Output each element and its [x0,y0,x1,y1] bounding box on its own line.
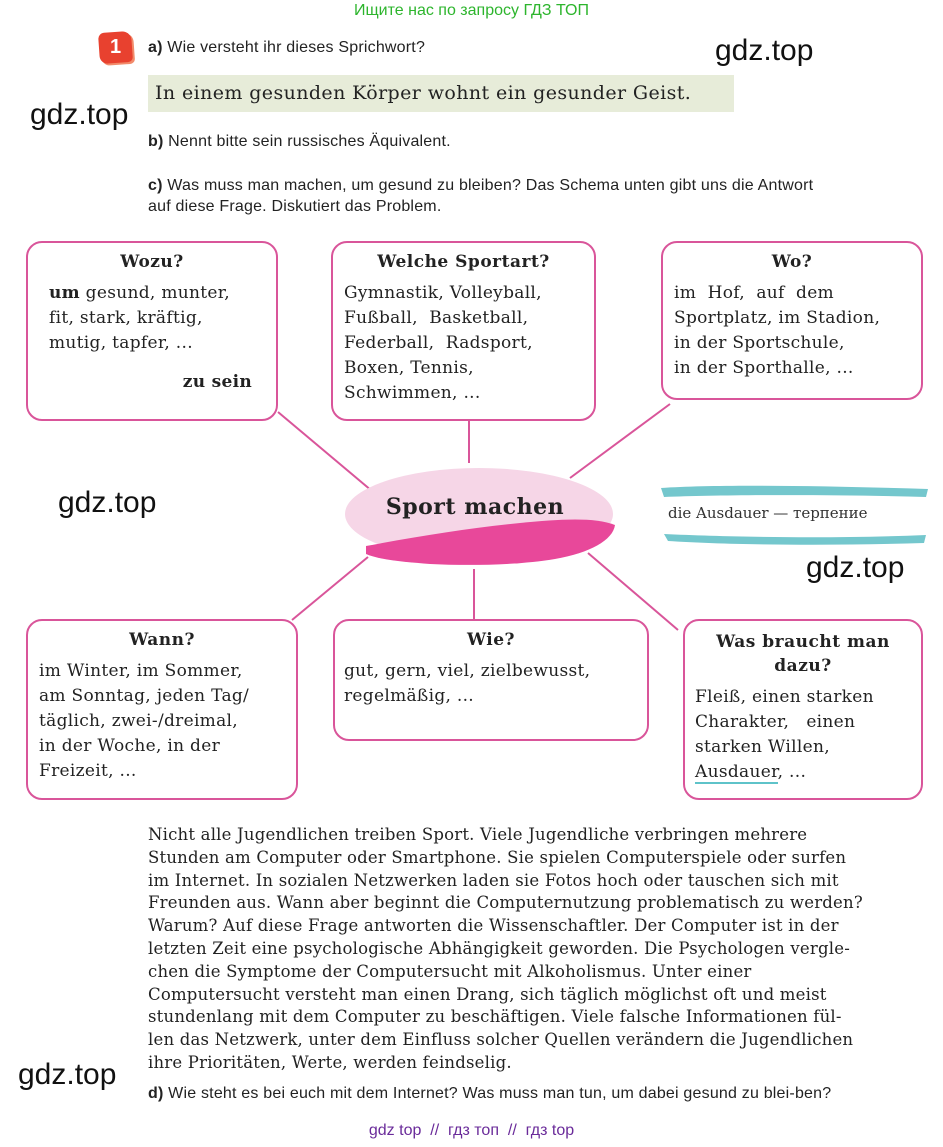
box-wo-line: im Hof, auf dem [674,283,834,303]
box-wo-title: Wo? [771,252,813,272]
paragraph-line: chen die Symptome der Computersucht mit … [148,961,752,981]
box-wann-line: täglich, zwei-/dreimal, [39,711,238,731]
footer-links[interactable]: gdz top // гдз топ // гдз top [368,1122,575,1139]
top-banner[interactable]: Ищите нас по запросу ГДЗ ТОП [354,2,589,19]
watermark-1: gdz.top [715,34,814,67]
question-a-text: Wie versteht ihr dieses Sprichwort? [167,39,426,56]
paragraph-line: len das Netzwerk, unter dem Einfluss sol… [148,1030,854,1050]
question-d-text: Wie steht es bei euch mit dem Internet? … [168,1085,832,1102]
box-sportart-title: Welche Sportart? [377,252,550,272]
vocab-note: die Ausdauer — терпение [668,504,868,522]
box-braucht-keyword: Ausdauer [695,762,778,784]
box-sportart-line: Schwimmen, ... [344,383,481,403]
box-wo-line: in der Sportschule, [674,333,845,353]
box-wozu-lead: um [49,283,80,303]
box-wie-title: Wie? [466,630,516,650]
watermark-2: gdz.top [30,98,129,131]
box-braucht: Was braucht man dazu? Fleiß, einen stark… [683,619,923,800]
center-brush-stroke [366,519,615,565]
box-wann-line: im Winter, im Sommer, [39,661,243,681]
vocab-stroke-top [661,485,928,497]
question-c-line2: auf diese Frage. Diskutiert das Problem. [148,198,442,215]
box-wozu-line: mutig, tapfer, ... [49,333,193,353]
box-braucht-line: Fleiß, einen starken [695,687,874,707]
paragraph-line: stundenlang mit dem Computer zu beschäft… [148,1007,842,1027]
box-braucht-title: Was braucht man [716,632,890,652]
box-wann-line: in der Woche, in der [39,736,221,756]
question-c-letter: c) [148,177,163,194]
box-sportart-line: Fußball, Basketball, [344,308,529,328]
box-wo-line: Sportplatz, im Stadion, [674,308,881,328]
paragraph-line: Computersucht versteht man einen Drang, … [148,984,827,1004]
mindmap-center: Sport machen [385,494,565,520]
question-a-letter: a) [148,39,163,56]
question-c-line1: Was muss man machen, um gesund zu bleibe… [167,177,814,194]
question-b-text: Nennt bitte sein russisches Äquivalent. [168,133,451,150]
box-wozu-tail: zu sein [182,372,252,392]
box-sportart-line: Boxen, Tennis, [344,358,474,378]
box-braucht-line: Charakter, einen [695,712,856,732]
box-wann-line: Freizeit, ... [39,761,137,781]
box-wozu-line: fit, stark, kräftig, [49,308,203,328]
watermark-5: gdz.top [18,1058,117,1091]
box-wo: Wo? im Hof, auf dem Sportplatz, im Stadi… [661,241,923,400]
watermark-4: gdz.top [806,551,905,584]
question-b: b) Nennt bitte sein russisches Äquivalen… [148,133,451,151]
vocab-stroke-bottom [664,534,926,545]
watermark-3: gdz.top [58,486,157,519]
box-wie: Wie? gut, gern, viel, zielbewusst, regel… [333,619,649,741]
box-wie-line: gut, gern, viel, zielbewusst, [344,661,591,681]
box-sportart-line: Gymnastik, Volleyball, [344,283,542,303]
paragraph-line: Freunden aus. Wann aber beginnt die Comp… [148,893,863,913]
paragraph-line: Nicht alle Jugendlichen treiben Sport. V… [148,825,808,844]
reading-paragraph: Nicht alle Jugendlichen treiben Sport. V… [148,824,924,1075]
question-a: a) Wie versteht ihr dieses Sprichwort? [148,39,425,57]
paragraph-line: ihre Prioritäten, Werte, werden feindsel… [148,1052,512,1072]
proverb: In einem gesunden Körper wohnt ein gesun… [148,75,734,112]
connector-wozu [277,411,373,492]
box-braucht-line: starken Willen, [695,737,830,757]
box-braucht-line: , ... [777,762,807,782]
box-wozu: Wozu? um gesund, munter, fit, stark, krä… [26,241,278,421]
paragraph-line: Warum? Auf diese Frage antworten die Wis… [148,916,839,936]
box-wie-line: regelmäßig, ... [344,686,475,706]
box-wann-line: am Sonntag, jeden Tag/ [39,686,250,706]
box-wozu-title: Wozu? [120,252,184,272]
box-sportart-line: Federball, Radsport, [344,333,533,353]
box-wozu-line: gesund, munter, [85,283,230,303]
question-d: d) Wie steht es bei euch mit dem Interne… [148,1085,831,1103]
connector-wo [569,403,671,479]
box-braucht-title-2: dazu? [774,656,832,676]
paragraph-line: Stunden am Computer oder Smartphone. Sie… [148,847,847,867]
paragraph-line: letzten Zeit eine psychologische Abhängi… [148,938,850,958]
paragraph-line: im Internet. In sozialen Netzwerken lade… [148,870,839,890]
box-wann: Wann? im Winter, im Sommer, am Sonntag, … [26,619,298,800]
connector-braucht [587,552,679,631]
question-b-letter: b) [148,133,164,150]
box-sportart: Welche Sportart? Gymnastik, Volleyball, … [331,241,596,421]
box-wann-title: Wann? [129,630,195,650]
connector-wann [291,556,369,621]
box-wo-line: in der Sporthalle, ... [674,358,854,378]
question-c: c) Was muss man machen, um gesund zu ble… [148,175,928,217]
question-d-letter: d) [148,1085,164,1102]
